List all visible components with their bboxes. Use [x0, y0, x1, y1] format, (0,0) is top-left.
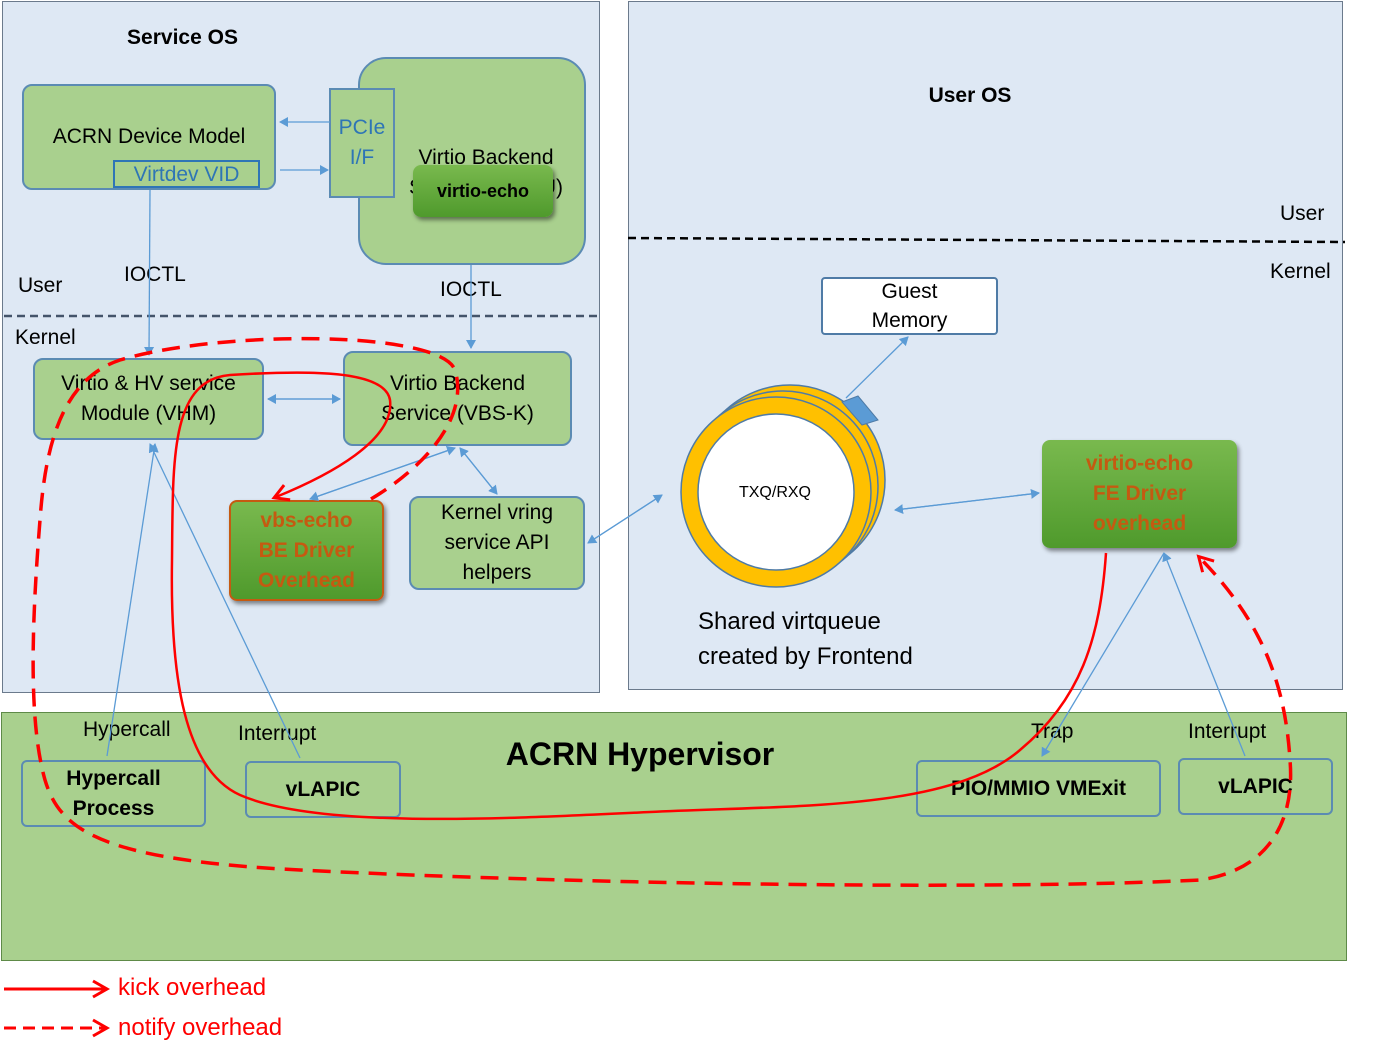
- legend-notify-label: notify overhead: [118, 1014, 283, 1041]
- vlapic-left-box: vLAPIC: [245, 761, 401, 818]
- kick-overhead-path-service: [170, 371, 1108, 821]
- pcie-line1: PCIe: [338, 116, 386, 139]
- shared-virtqueue-graphic: [680, 384, 886, 588]
- shared-virtqueue-line1: Shared virtqueue: [698, 608, 881, 635]
- vhm-line1: Virtio & HV service: [61, 372, 236, 395]
- vring-line2: service API: [444, 531, 550, 554]
- notify-overhead-path: [31, 336, 1293, 887]
- virtdev-vid-label: Virtdev VID: [133, 163, 240, 186]
- fe-driver-overhead-box: virtio-echo FE Driver overhead: [1042, 440, 1237, 548]
- vlapic-right-label: vLAPIC: [1218, 774, 1293, 798]
- vbs-u-line1: Virtio Backend: [418, 146, 554, 169]
- shared-virtqueue-line2: created by Frontend: [698, 643, 913, 670]
- vlapic-right-box: vLAPIC: [1178, 758, 1333, 815]
- pio-mmio-label: PIO/MMIO VMExit: [950, 776, 1126, 800]
- be-driver-line1: vbs-echo: [260, 508, 353, 532]
- service-os-user-label: User: [18, 274, 63, 297]
- fe-driver-line3: overhead: [1092, 512, 1187, 535]
- vring-line3: helpers: [462, 561, 532, 584]
- legend-kick-label: kick overhead: [118, 974, 267, 1001]
- user-os-kernel-label: Kernel: [1270, 260, 1331, 283]
- be-driver-line2: BE Driver: [258, 538, 355, 562]
- trap-label: Trap: [1031, 720, 1074, 743]
- hypercall-process-line2: Process: [72, 796, 155, 820]
- service-os-kernel-label: Kernel: [15, 326, 76, 349]
- guest-memory-line2: Memory: [871, 309, 948, 332]
- hypercall-process-line1: Hypercall: [66, 766, 161, 790]
- hypervisor-title: ACRN Hypervisor: [505, 736, 775, 772]
- service-os-title: Service OS: [127, 26, 238, 49]
- be-driver-line3: Overhead: [258, 568, 355, 592]
- user-os-user-kernel-separator: [627, 236, 1346, 244]
- device-model-label: ACRN Device Model: [52, 125, 246, 148]
- ioctl-left-label: IOCTL: [124, 263, 186, 286]
- user-os-user-label: User: [1280, 202, 1325, 225]
- interrupt-left-label: Interrupt: [238, 722, 317, 745]
- virtio-echo-be-label: virtio-echo: [436, 180, 529, 201]
- hypercall-label: Hypercall: [83, 718, 171, 741]
- guest-memory-box: Guest Memory: [821, 277, 998, 335]
- blue-connectors: [106, 117, 1246, 759]
- fe-driver-line1: virtio-echo: [1085, 452, 1194, 475]
- kernel-vring-box: Kernel vring service API helpers: [409, 496, 585, 590]
- vlapic-left-label: vLAPIC: [285, 777, 361, 801]
- guest-memory-line1: Guest: [881, 280, 938, 303]
- fe-driver-line2: FE Driver: [1092, 482, 1187, 505]
- virtio-echo-be-box: virtio-echo: [413, 165, 553, 217]
- pio-mmio-vmexit-box: PIO/MMIO VMExit: [916, 760, 1161, 817]
- user-os-title: User OS: [928, 84, 1012, 107]
- interrupt-right-label: Interrupt: [1188, 720, 1267, 743]
- vring-line1: Kernel vring: [440, 501, 554, 524]
- hypercall-process-box: Hypercall Process: [21, 760, 206, 827]
- virtdev-vid-box: Virtdev VID: [113, 160, 260, 188]
- pcie-line2: I/F: [349, 146, 375, 169]
- hypervisor-region: [1, 712, 1347, 961]
- vbs-k-line2: Service (VBS-K): [381, 401, 534, 425]
- pcie-if-box: PCIe I/F: [329, 88, 395, 198]
- be-driver-overhead-box: vbs-echo BE Driver Overhead: [229, 500, 384, 601]
- txq-rxq-label: TXQ/RXQ: [739, 484, 811, 501]
